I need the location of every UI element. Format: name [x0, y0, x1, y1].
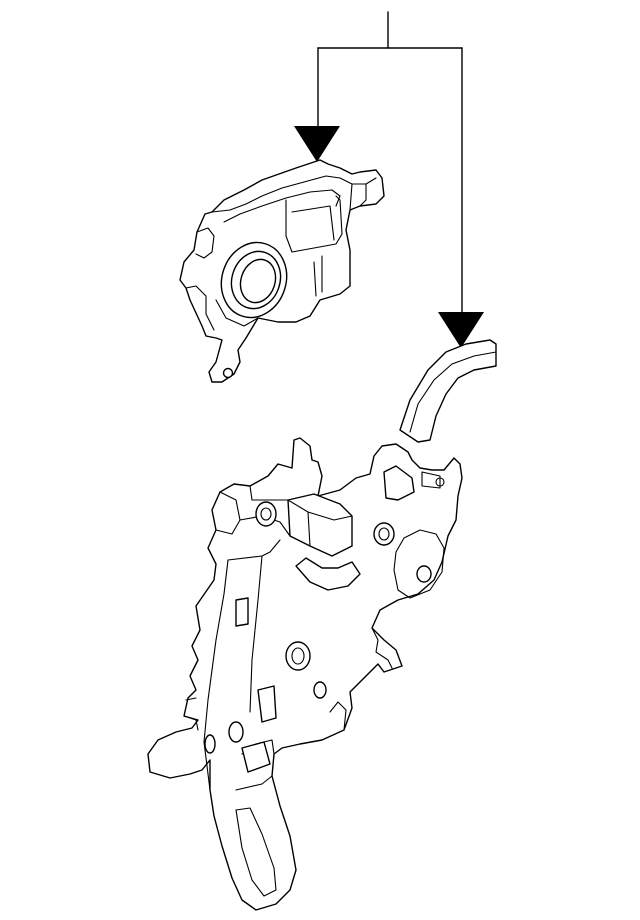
housing-right-face: [393, 529, 445, 599]
upper-cover-tab-face: [285, 195, 343, 253]
upper-cover-assembly: [179, 159, 385, 383]
mount-hole-1: [255, 501, 277, 527]
upper-cover-tab-inner: [291, 205, 335, 241]
upper-cover-lower-lip: [215, 299, 259, 327]
lever-arm: [399, 339, 497, 443]
lower-mechanism-assembly: [147, 339, 497, 911]
handle-inner-slot: [235, 807, 277, 897]
upper-cover-right-flange: [351, 177, 377, 207]
housing-top-block-edge: [287, 499, 353, 547]
mount-hole-2: [373, 522, 395, 546]
upper-cover-rib: [223, 189, 341, 223]
mount-hole-4: [416, 565, 432, 583]
housing-slot-upper: [235, 597, 249, 627]
knob-inner-face: [239, 258, 277, 304]
leader-left-arrowhead: [294, 126, 340, 162]
housing-slot-lower: [257, 685, 277, 723]
mount-hole-3: [285, 641, 311, 671]
housing-curved-channel: [295, 557, 361, 591]
mount-hole-5: [313, 681, 327, 699]
upper-cover-side-ridge: [313, 255, 323, 297]
pivot-pin: [421, 471, 445, 489]
mechanism-housing: [147, 437, 463, 911]
housing-pivot-notch: [383, 465, 415, 501]
leader-right-arrowhead: [438, 312, 484, 348]
lever-arm-edge: [409, 351, 497, 433]
callout-leader-group: [294, 11, 484, 348]
mount-hole-1-inner: [260, 507, 272, 521]
mount-hole-6: [228, 721, 244, 743]
mount-hole-3-inner: [291, 647, 305, 665]
upper-cover-mount-hole: [222, 367, 234, 379]
housing-front-plate: [203, 539, 281, 791]
upper-cover-top-edge: [211, 175, 353, 213]
housing-lower-tab: [329, 627, 393, 731]
mount-hole-7: [204, 734, 216, 754]
housing-left-tab: [183, 697, 199, 731]
upper-cover-left-bracket: [185, 227, 215, 331]
upper-cover-knob: [220, 241, 288, 319]
housing-slot-handle: [241, 741, 271, 773]
mount-hole-2-inner: [378, 527, 390, 541]
